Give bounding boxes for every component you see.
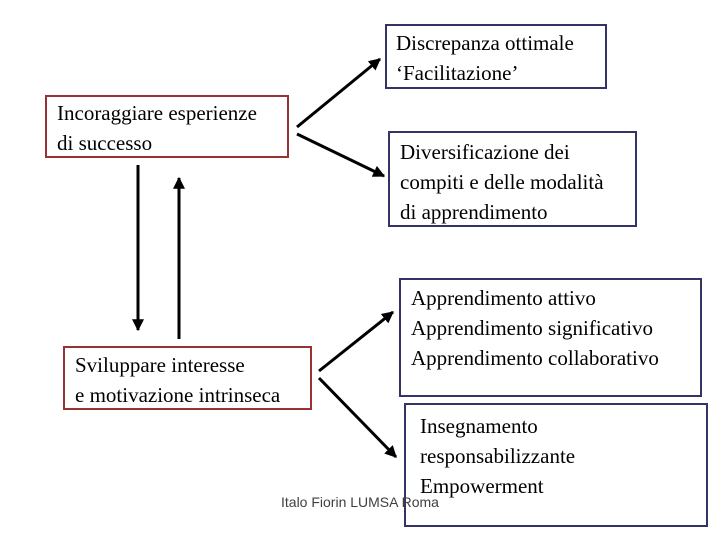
node-text-line: Empowerment bbox=[420, 474, 544, 498]
node-text-line: Apprendimento attivo bbox=[411, 286, 596, 310]
node-text-line: Sviluppare interesse bbox=[75, 353, 245, 377]
node-discrepanza-ottimale: Discrepanza ottimale ‘Facilitazione’ bbox=[385, 24, 607, 89]
node-text-line: e motivazione intrinseca bbox=[75, 383, 281, 407]
node-text-line: compiti e delle modalità bbox=[400, 170, 604, 194]
node-text-line: Discrepanza ottimale bbox=[396, 31, 574, 55]
arrow-incoraggiare-to-discrepanza bbox=[296, 57, 381, 129]
node-insegnamento-empowerment: Insegnamento responsabilizzante Empowerm… bbox=[404, 403, 708, 527]
node-text-line: Apprendimento significativo bbox=[411, 316, 654, 340]
arrow-incoraggiare-to-diversificazione bbox=[296, 132, 386, 178]
node-text-line: Incoraggiare esperienze bbox=[57, 101, 257, 125]
credit-text: Italo Fiorin LUMSA Roma bbox=[281, 494, 439, 510]
node-text-line: di successo bbox=[57, 131, 153, 155]
node-apprendimento-tipi: Apprendimento attivo Apprendimento signi… bbox=[399, 278, 702, 397]
node-incoraggiare-esperienze: Incoraggiare esperienze di successo bbox=[45, 95, 289, 158]
node-text-line: responsabilizzante bbox=[420, 444, 576, 468]
node-sviluppare-interesse: Sviluppare interesse e motivazione intri… bbox=[63, 346, 312, 410]
node-diversificazione-compiti: Diversificazione dei compiti e delle mod… bbox=[388, 131, 637, 227]
node-text-line: Apprendimento collaborativo bbox=[411, 346, 659, 370]
arrow-sviluppare-to-apprendimento bbox=[318, 310, 394, 373]
node-text-line: Diversificazione dei bbox=[400, 140, 570, 164]
arrow-sviluppare-to-insegnamento bbox=[317, 376, 398, 459]
node-text-line: di apprendimento bbox=[400, 200, 548, 224]
node-text-line: Insegnamento bbox=[420, 414, 538, 438]
node-text-line: ‘Facilitazione’ bbox=[396, 61, 519, 85]
